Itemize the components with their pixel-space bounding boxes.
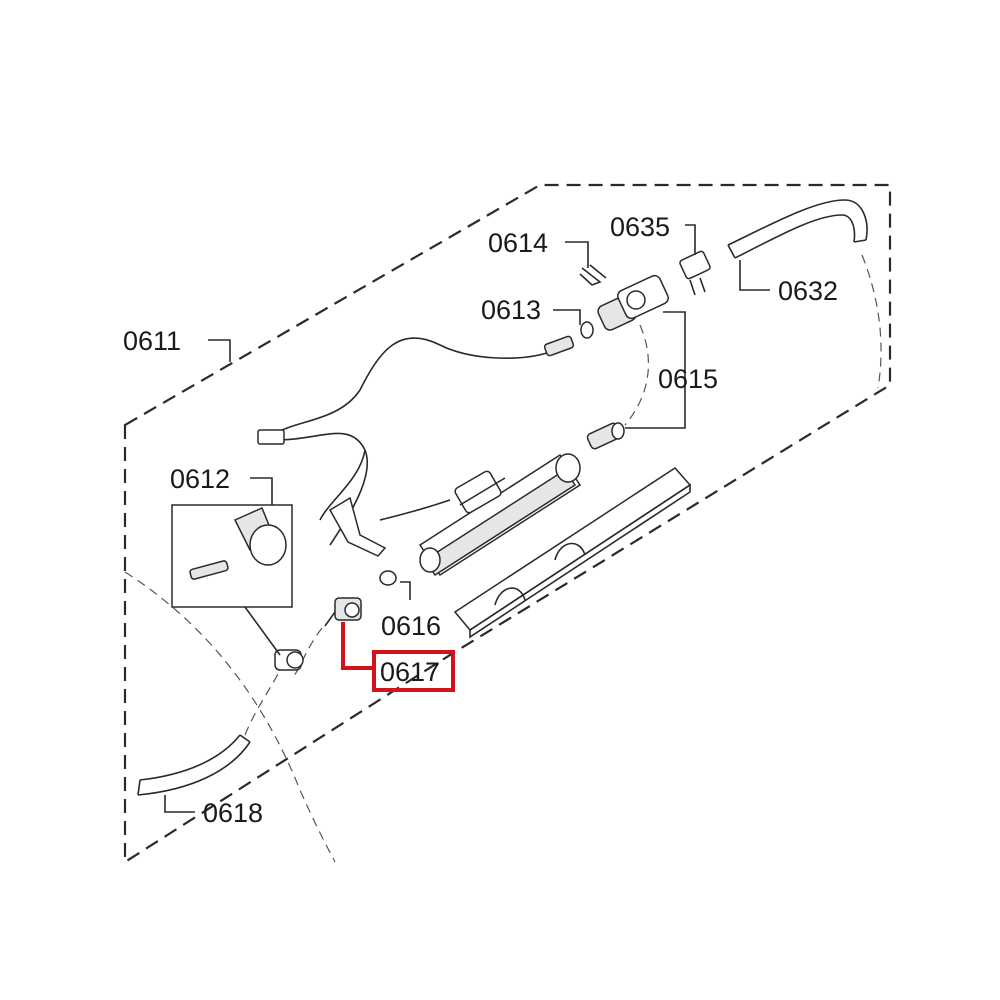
label-0635: 0635 (610, 212, 670, 242)
assembly-curve-edge (124, 571, 336, 863)
tube-0618-dashed-upper (244, 669, 281, 736)
highlight-box-0617 (372, 650, 455, 692)
label-0616: 0616 (381, 611, 441, 641)
hose-0632[interactable] (727, 199, 868, 259)
washer-0613[interactable] (580, 321, 594, 339)
base-plate (453, 467, 692, 639)
label-0618: 0618 (203, 798, 263, 828)
fitting-0615-lower[interactable] (586, 422, 625, 450)
pump-heater-body[interactable] (379, 453, 582, 577)
highlight-leader-0617 (341, 622, 374, 670)
bracket[interactable] (328, 496, 387, 557)
connector-0635[interactable] (679, 250, 711, 296)
assembly-right-curve (861, 254, 882, 389)
valve-0615-upper[interactable] (596, 274, 670, 332)
leaders (164, 224, 770, 813)
label-0613: 0613 (481, 295, 541, 325)
tube-dashed-path (624, 324, 650, 426)
label-0615: 0615 (658, 364, 718, 394)
label-0611: 0611 (123, 326, 181, 356)
washer-0616[interactable] (379, 570, 397, 586)
hose-0618[interactable] (137, 734, 251, 796)
label-0612: 0612 (170, 464, 230, 494)
label-0632: 0632 (778, 276, 838, 306)
label-0614: 0614 (488, 228, 548, 258)
inset-0612 (171, 504, 293, 656)
tube-0618-dashed (291, 627, 323, 679)
sensor-0617[interactable] (324, 597, 362, 627)
clamp-0612-installed[interactable] (274, 649, 304, 671)
label-0617[interactable]: 0617 (380, 657, 440, 687)
clip-0614[interactable] (579, 264, 607, 286)
